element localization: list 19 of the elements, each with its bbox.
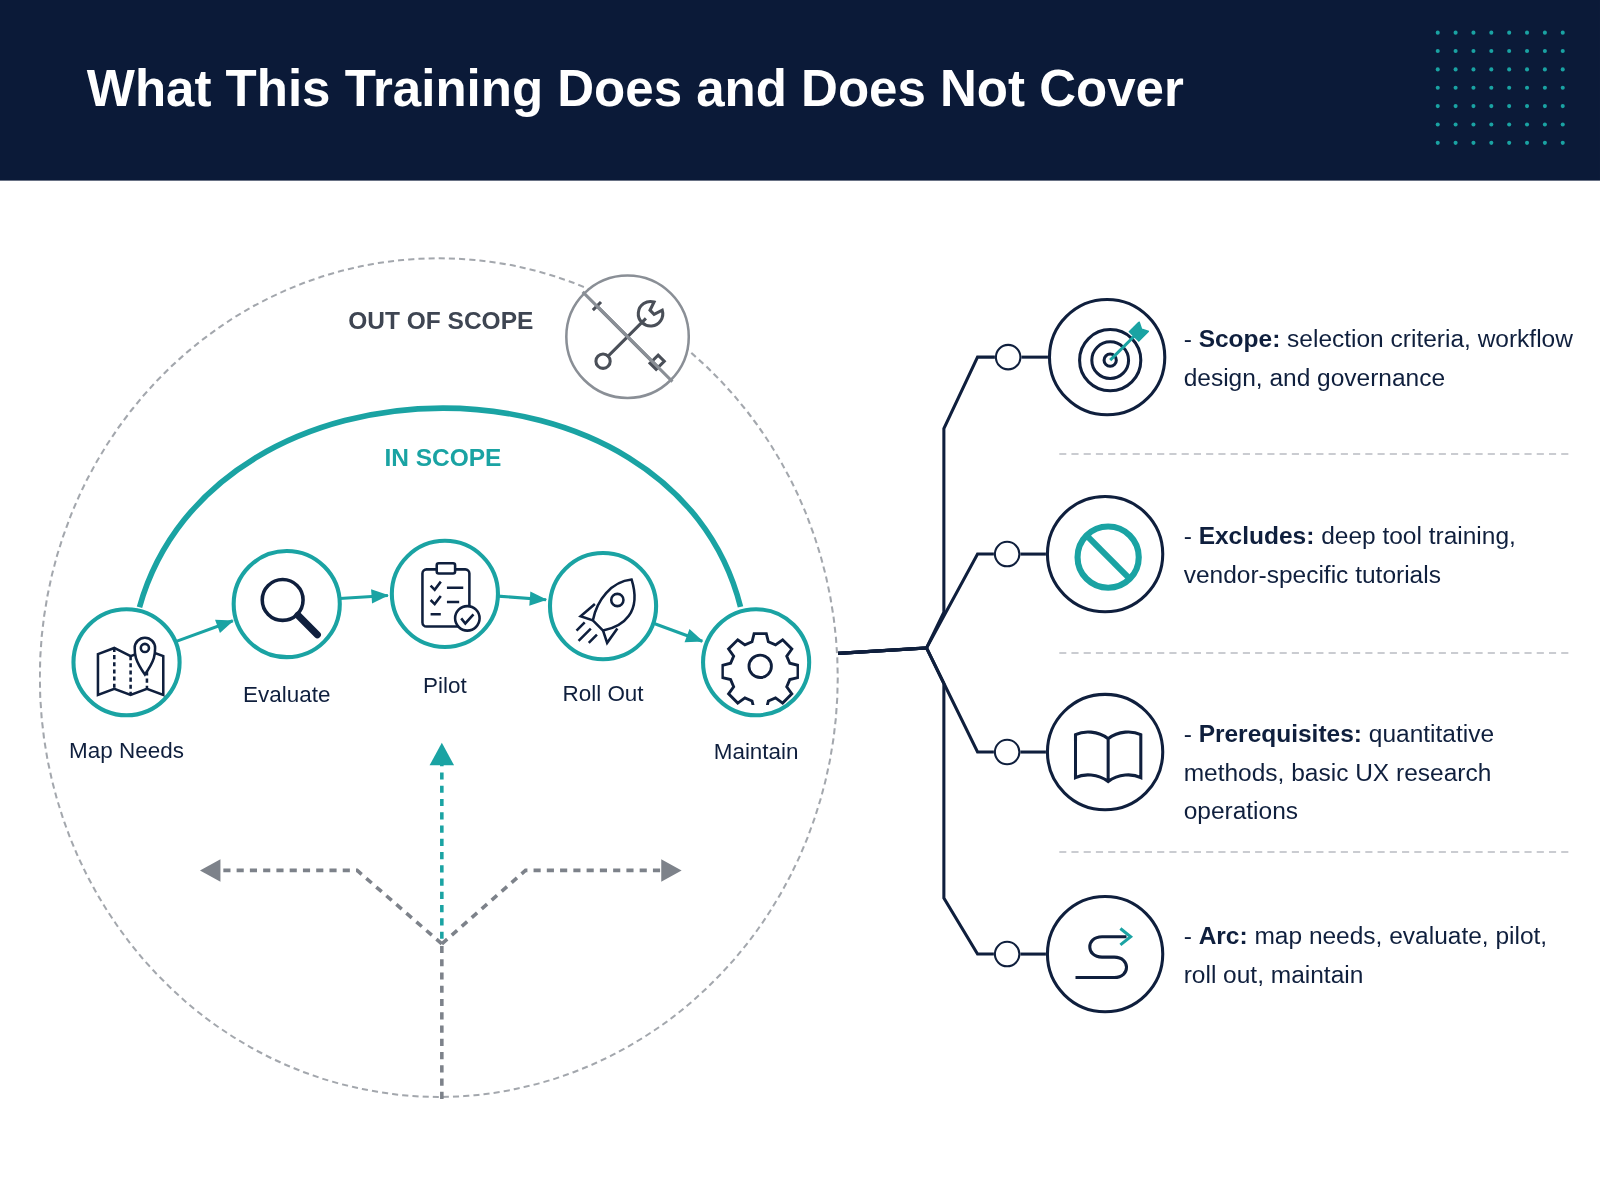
connector-line xyxy=(1020,552,1046,556)
connector-line xyxy=(1020,952,1046,956)
title: What This Training Does and Does Not Cover xyxy=(86,59,1184,119)
step-label: Roll Out xyxy=(561,680,645,708)
bullet-text: - Arc: map needs, evaluate, pilot, roll out, maintain xyxy=(1183,920,1549,990)
step-label: Maintain xyxy=(712,738,800,766)
step-label: Map Needs xyxy=(68,737,185,765)
bullet-text: - Scope: selection criteria, workflow design, and governance xyxy=(1183,323,1574,393)
bullet-text: - Prerequisites: quantitative methods, basic UX research operations xyxy=(1183,718,1496,827)
step-label: Evaluate xyxy=(242,681,332,709)
group-title: OUT OF SCOPE xyxy=(347,306,535,335)
connector-line xyxy=(1020,750,1046,754)
step-label: Pilot xyxy=(422,672,468,699)
scope-circle xyxy=(38,257,839,1098)
connector-line xyxy=(837,646,994,956)
arrow xyxy=(175,619,234,643)
connector-line xyxy=(1021,355,1048,359)
bullet-text: - Excludes: deep tool training, vendor-specific tutorials xyxy=(1183,520,1517,590)
connector-line xyxy=(136,405,744,609)
